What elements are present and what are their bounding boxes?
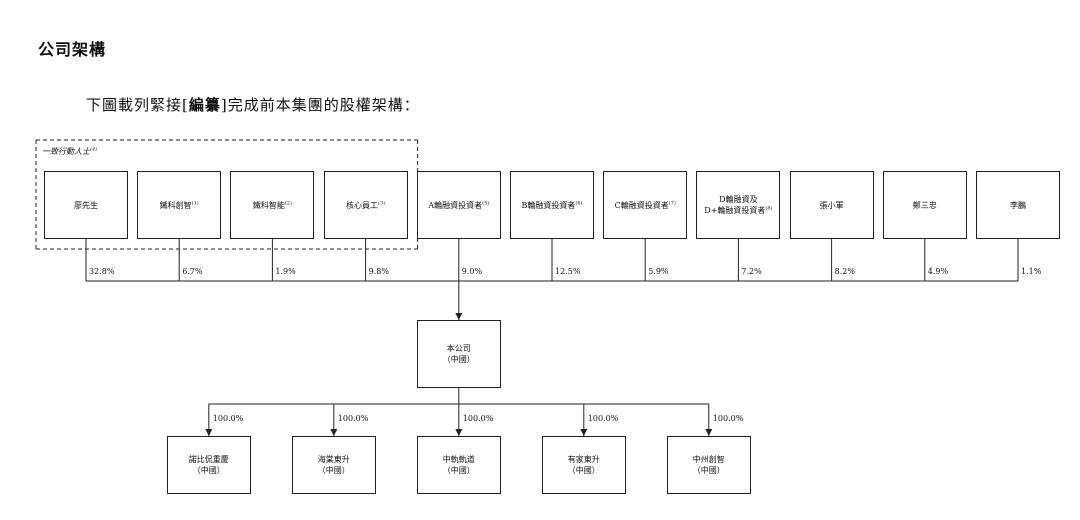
- shareholder-note: (2): [284, 199, 292, 206]
- shareholding-percentage: 32.8%: [89, 267, 115, 276]
- company-name: 本公司 （中國）: [443, 343, 475, 365]
- shareholding-percentage: 12.5%: [555, 267, 581, 276]
- subsidiary-arrow: [330, 429, 338, 436]
- shareholder-box: 鐵科創智(1): [137, 171, 222, 239]
- subsidiary-place: （中國）: [692, 466, 725, 475]
- subsidiary-percentage: 100.0%: [587, 414, 619, 423]
- shareholder-box: D輪融資及 D+輪融資投資者(8): [696, 171, 781, 239]
- intro-bold: 編纂: [188, 96, 221, 114]
- intro-suffix: ]完成前本集團的股權架構：: [220, 96, 420, 114]
- shareholder-box: 廖先生: [44, 171, 128, 239]
- section-title: 公司架構: [38, 40, 107, 59]
- subsidiary-place: （中國）: [567, 466, 600, 475]
- subsidiary-arrow: [205, 429, 213, 436]
- shareholder-box: B輪融資投資者(6): [510, 171, 594, 239]
- subsidiary-name: 諾比侃重慶: [188, 455, 229, 464]
- shareholder-box: 張小軍: [789, 171, 874, 239]
- shareholder-name: 廖先生: [74, 200, 98, 210]
- subsidiary-name: 有家東升: [567, 455, 600, 464]
- subsidiary-percentage: 100.0%: [212, 414, 244, 423]
- shareholder-name: B輪融資投資者(6): [521, 199, 583, 210]
- shareholder-name: A輪融資投資者(5): [428, 199, 490, 210]
- shareholder-box: 核心員工(3): [323, 171, 408, 239]
- concert-party-label: 一致行動人士(4): [42, 146, 97, 157]
- subsidiary-percentage: 100.0%: [712, 414, 744, 423]
- shareholder-note: (5): [482, 199, 490, 206]
- subsidiary-text: 有家東升 （中國）: [568, 454, 600, 476]
- subsidiary-percentage: 100.0%: [462, 414, 494, 423]
- shareholder-name: 核心員工(3): [346, 199, 386, 210]
- shareholding-percentage: 9.0%: [461, 267, 483, 276]
- subsidiary-place: （中國）: [317, 466, 350, 475]
- subsidiary-box: 有家東升 （中國）: [541, 436, 626, 494]
- shareholder-box: C輪融資投資者(7): [603, 171, 688, 239]
- shareholder-box: 鄭三忠: [882, 171, 967, 239]
- subsidiary-text: 海棠東升 （中國）: [318, 454, 350, 476]
- shareholder-note: (1): [191, 199, 199, 206]
- shareholder-note: (3): [378, 199, 386, 206]
- shareholding-percentage: 1.9%: [275, 267, 296, 276]
- shareholder-name: 張小軍: [819, 200, 844, 210]
- shareholding-percentage: 6.7%: [182, 267, 203, 276]
- company-arrow: [455, 313, 463, 320]
- subsidiary-text: 諾比侃重慶 （中國）: [189, 454, 229, 476]
- subsidiary-name: 中軌軌道: [442, 455, 475, 464]
- shareholder-note: (7): [668, 199, 676, 206]
- subsidiary-arrow: [455, 429, 463, 436]
- subsidiary-text: 中州創智 （中國）: [693, 454, 725, 476]
- subsidiary-arrow: [705, 429, 713, 436]
- subsidiary-box: 中軌軌道 （中國）: [416, 436, 501, 494]
- shareholder-note: (8): [765, 205, 773, 212]
- shareholder-name: D輪融資及 D+輪融資投資者(8): [704, 195, 773, 215]
- company-box: 本公司 （中國）: [416, 320, 501, 388]
- shareholding-percentage: 1.1%: [1021, 267, 1042, 276]
- subsidiary-box: 諾比侃重慶 （中國）: [166, 436, 251, 494]
- subsidiary-text: 中軌軌道 （中國）: [443, 454, 475, 476]
- intro-text: 下圖載列緊接[編纂]完成前本集團的股權架構：: [86, 94, 420, 115]
- shareholding-percentage: 9.8%: [368, 267, 389, 276]
- subsidiary-box: 中州創智 （中國）: [666, 436, 751, 494]
- company-name-line: 本公司: [446, 344, 471, 353]
- shareholder-name: 鄭三忠: [912, 200, 937, 210]
- shareholder-name: 鐵科創智(1): [159, 199, 199, 210]
- subsidiary-place: （中國）: [442, 466, 475, 475]
- subsidiary-percentage: 100.0%: [337, 414, 369, 423]
- shareholder-name: C輪融資投資者(7): [614, 199, 676, 210]
- shareholder-note: (6): [575, 199, 583, 206]
- shareholding-percentage: 8.2%: [834, 267, 855, 276]
- shareholder-name: 李鵬: [1010, 200, 1026, 210]
- shareholder-box: 鐵科智能(2): [230, 171, 315, 239]
- subsidiary-box: 海棠東升 （中國）: [291, 436, 376, 494]
- subsidiary-name: 中州創智: [692, 455, 725, 464]
- shareholder-box: A輪融資投資者(5): [416, 171, 501, 239]
- subsidiary-arrow: [580, 429, 588, 436]
- shareholder-name: 鐵科智能(2): [252, 199, 292, 210]
- shareholding-percentage: 4.9%: [927, 267, 949, 276]
- shareholder-box: 李鵬: [976, 171, 1060, 239]
- concert-party-label-text: 一致行動人士: [42, 147, 90, 156]
- company-place-line: （中國）: [442, 355, 475, 364]
- subsidiary-name: 海棠東升: [317, 455, 350, 464]
- concert-party-label-note: (4): [90, 146, 98, 153]
- intro-prefix: 下圖載列緊接[: [86, 96, 189, 114]
- subsidiary-place: （中國）: [192, 466, 225, 475]
- shareholding-percentage: 5.9%: [648, 267, 669, 276]
- shareholding-percentage: 7.2%: [741, 267, 762, 276]
